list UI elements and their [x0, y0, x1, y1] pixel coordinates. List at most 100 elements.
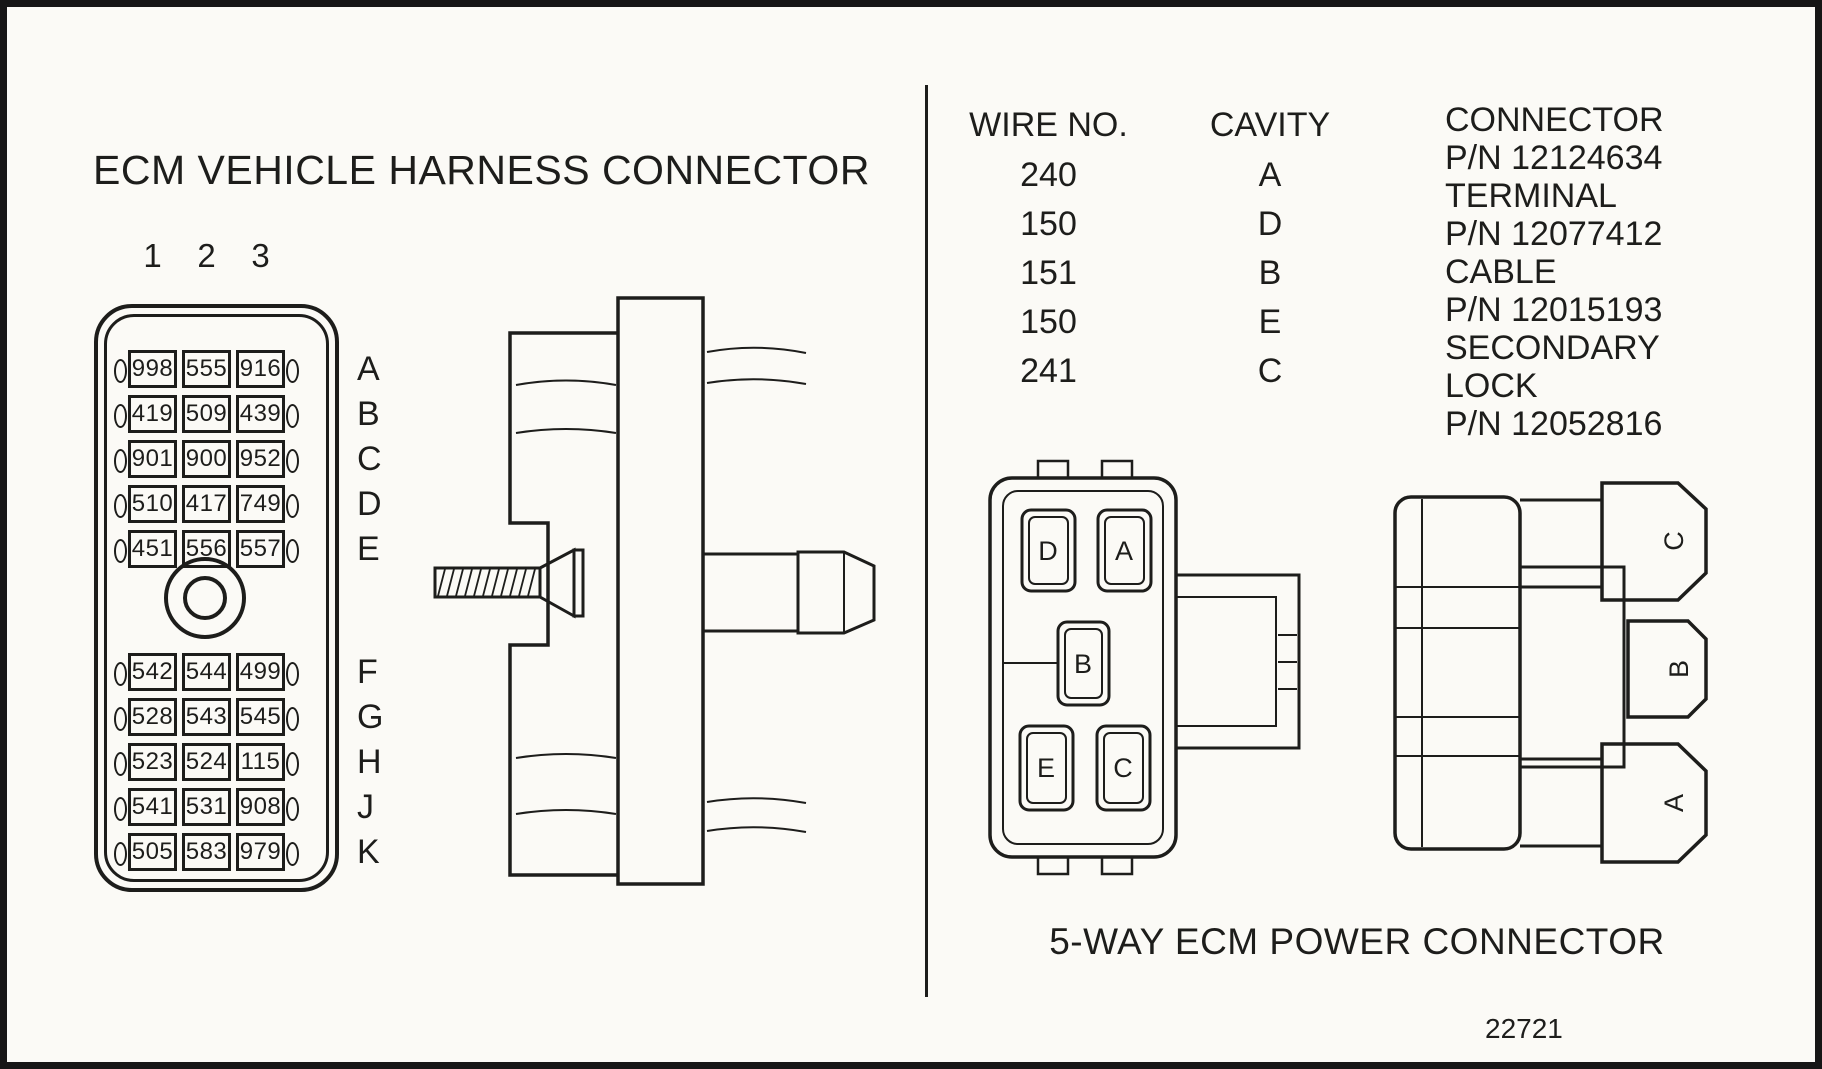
pin-cell: 543 — [182, 698, 231, 736]
parts-line: LOCK — [1445, 367, 1538, 405]
wire-cavity-table: WIRE NO. CAVITY 240 A 150 D 151 B 150 E … — [961, 99, 1340, 396]
wire-no-value: 151 — [1020, 254, 1077, 292]
pin-cell: 499 — [236, 653, 285, 691]
row-label-a: A — [357, 350, 380, 388]
mounting-plate — [616, 296, 705, 886]
row-label-k: K — [357, 833, 380, 871]
pin-cell: 531 — [182, 788, 231, 826]
keyway-circle — [164, 557, 246, 639]
wire-no-value: 150 — [1020, 303, 1077, 341]
pin-cell: 451 — [128, 530, 177, 568]
row-label-c: C — [357, 440, 382, 478]
pin-cell: 998 — [128, 350, 177, 388]
mounting-bolt — [433, 547, 585, 619]
pin-cell: 505 — [128, 833, 177, 871]
cavity-header: CAVITY — [1209, 105, 1331, 144]
power-connector-front-view: D A B E C — [988, 459, 1301, 876]
pin-row-c: 901 900 952 — [114, 440, 299, 478]
table-row: 151 B — [961, 249, 1340, 298]
parts-line: P/N 12015193 — [1445, 291, 1663, 329]
secondary-lock-piece — [1518, 565, 1626, 769]
section-divider-line — [925, 85, 928, 997]
pin-cell: 555 — [182, 350, 231, 388]
cavity-label-a: A — [1115, 536, 1133, 566]
cavity-value: D — [1257, 205, 1283, 243]
pin-row-b: 419 509 439 — [114, 395, 299, 433]
wire-seal-lines — [706, 346, 807, 833]
power-connector-caption: 5-WAY ECM POWER CONNECTOR — [1049, 921, 1665, 962]
table-row: 150 D — [961, 200, 1340, 249]
parts-line: SECONDARY — [1445, 329, 1660, 367]
parts-line: TERMINAL — [1445, 177, 1617, 215]
row-label-j: J — [357, 788, 374, 826]
pin-cell: 542 — [128, 653, 177, 691]
pin-cell: 916 — [236, 350, 285, 388]
pin-cell: 523 — [128, 743, 177, 781]
wire-no-value: 241 — [1020, 352, 1077, 390]
wire-no-value: 240 — [1020, 156, 1077, 194]
pin-cell: 749 — [236, 485, 285, 523]
parts-line: P/N 12124634 — [1445, 139, 1663, 177]
cavity-value: C — [1257, 352, 1283, 390]
terminal-label-a: A — [1659, 794, 1689, 812]
figure-number: 22721 — [1485, 1013, 1563, 1044]
table-row: 150 E — [961, 298, 1340, 347]
column-label-2: 2 — [197, 237, 216, 274]
wire-no-header: WIRE NO. — [969, 105, 1128, 144]
column-labels: 1 2 3 — [128, 237, 285, 275]
cavity-value: A — [1258, 156, 1282, 194]
row-label-b: B — [357, 395, 380, 433]
row-label-f: F — [357, 653, 378, 691]
pin-cell: 901 — [128, 440, 177, 478]
row-label-h: H — [357, 743, 382, 781]
pin-cell: 115 — [236, 743, 285, 781]
terminal-a: A — [1520, 742, 1708, 864]
page-title: ECM VEHICLE HARNESS CONNECTOR — [93, 147, 870, 193]
keyway-inner-circle — [183, 576, 227, 620]
table-row: 240 A — [961, 151, 1340, 200]
pin-row-d: 510 417 749 — [114, 485, 299, 523]
power-connector-plug-extension — [1176, 573, 1301, 750]
terminal-b: B — [1626, 619, 1708, 719]
power-connector-side-view: C B A — [1393, 481, 1708, 864]
terminal-label-c: C — [1659, 531, 1689, 551]
pin-row-g: 528 543 545 — [114, 698, 299, 736]
cavity-c: C — [1095, 724, 1152, 812]
cavity-value: B — [1258, 254, 1282, 292]
side-view-body — [1393, 495, 1522, 851]
pin-cell: 417 — [182, 485, 231, 523]
pin-cell: 524 — [182, 743, 231, 781]
pin-cell: 952 — [236, 440, 285, 478]
power-connector-housing — [988, 459, 1178, 876]
rear-nut — [703, 550, 876, 635]
parts-line: P/N 12052816 — [1445, 405, 1663, 443]
pin-cell: 419 — [128, 395, 177, 433]
cavity-b: B — [1056, 620, 1111, 707]
pin-cell: 545 — [236, 698, 285, 736]
cavity-label-d: D — [1038, 536, 1058, 566]
pin-cell: 528 — [128, 698, 177, 736]
cavity-a: A — [1096, 508, 1153, 593]
cavity-label-e: E — [1037, 753, 1055, 783]
ecm-connector-face: 998 555 916 419 509 439 901 900 952 510 … — [94, 304, 339, 892]
parts-line: CABLE — [1445, 253, 1557, 291]
cavity-d: D — [1020, 508, 1077, 593]
pin-cell: 900 — [182, 440, 231, 478]
column-label-1: 1 — [143, 237, 162, 274]
cavity-label-c: C — [1113, 753, 1133, 783]
row-label-e: E — [357, 530, 380, 568]
terminal-c: C — [1520, 481, 1708, 602]
table-row: 241 C — [961, 347, 1340, 396]
pin-row-j: 541 531 908 — [114, 788, 299, 826]
pin-cell: 510 — [128, 485, 177, 523]
pin-row-a: 998 555 916 — [114, 350, 299, 388]
pin-row-h: 523 524 115 — [114, 743, 299, 781]
pin-cell: 509 — [182, 395, 231, 433]
wire-no-value: 150 — [1020, 205, 1077, 243]
column-label-3: 3 — [251, 237, 270, 274]
pin-cell: 557 — [236, 530, 285, 568]
pin-cell: 544 — [182, 653, 231, 691]
harness-connector-side-view — [433, 296, 876, 886]
pin-cell: 583 — [182, 833, 231, 871]
